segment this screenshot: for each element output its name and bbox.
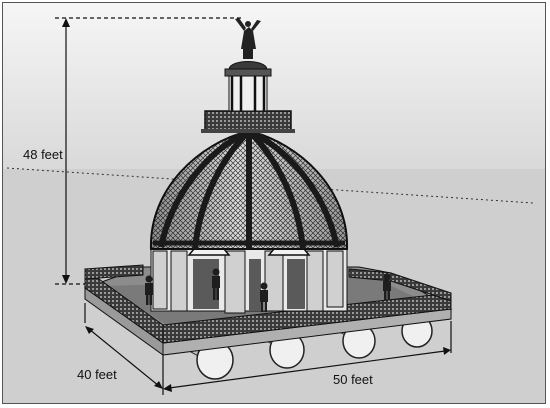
- width-label: 50 feet: [333, 372, 373, 387]
- person-icon: [212, 268, 220, 300]
- diagram-frame: 48 feet 50 feet 40 feet: [2, 2, 546, 404]
- depth-label: 40 feet: [77, 367, 117, 382]
- people: [145, 268, 391, 312]
- deck-railing-front: [162, 292, 452, 344]
- person-icon: [260, 282, 268, 312]
- pavilion-illustration: 48 feet 50 feet 40 feet: [3, 3, 545, 403]
- person-icon: [383, 273, 391, 300]
- statue-icon: [235, 18, 261, 59]
- person-icon: [145, 275, 153, 305]
- width-dimension: [168, 350, 446, 389]
- height-label: 48 feet: [23, 147, 63, 162]
- dimension-lines: [55, 17, 452, 395]
- depth-dimension: [88, 328, 160, 387]
- dome-ribs: [158, 128, 340, 250]
- lantern-balcony: [201, 61, 295, 133]
- dome: [149, 128, 349, 250]
